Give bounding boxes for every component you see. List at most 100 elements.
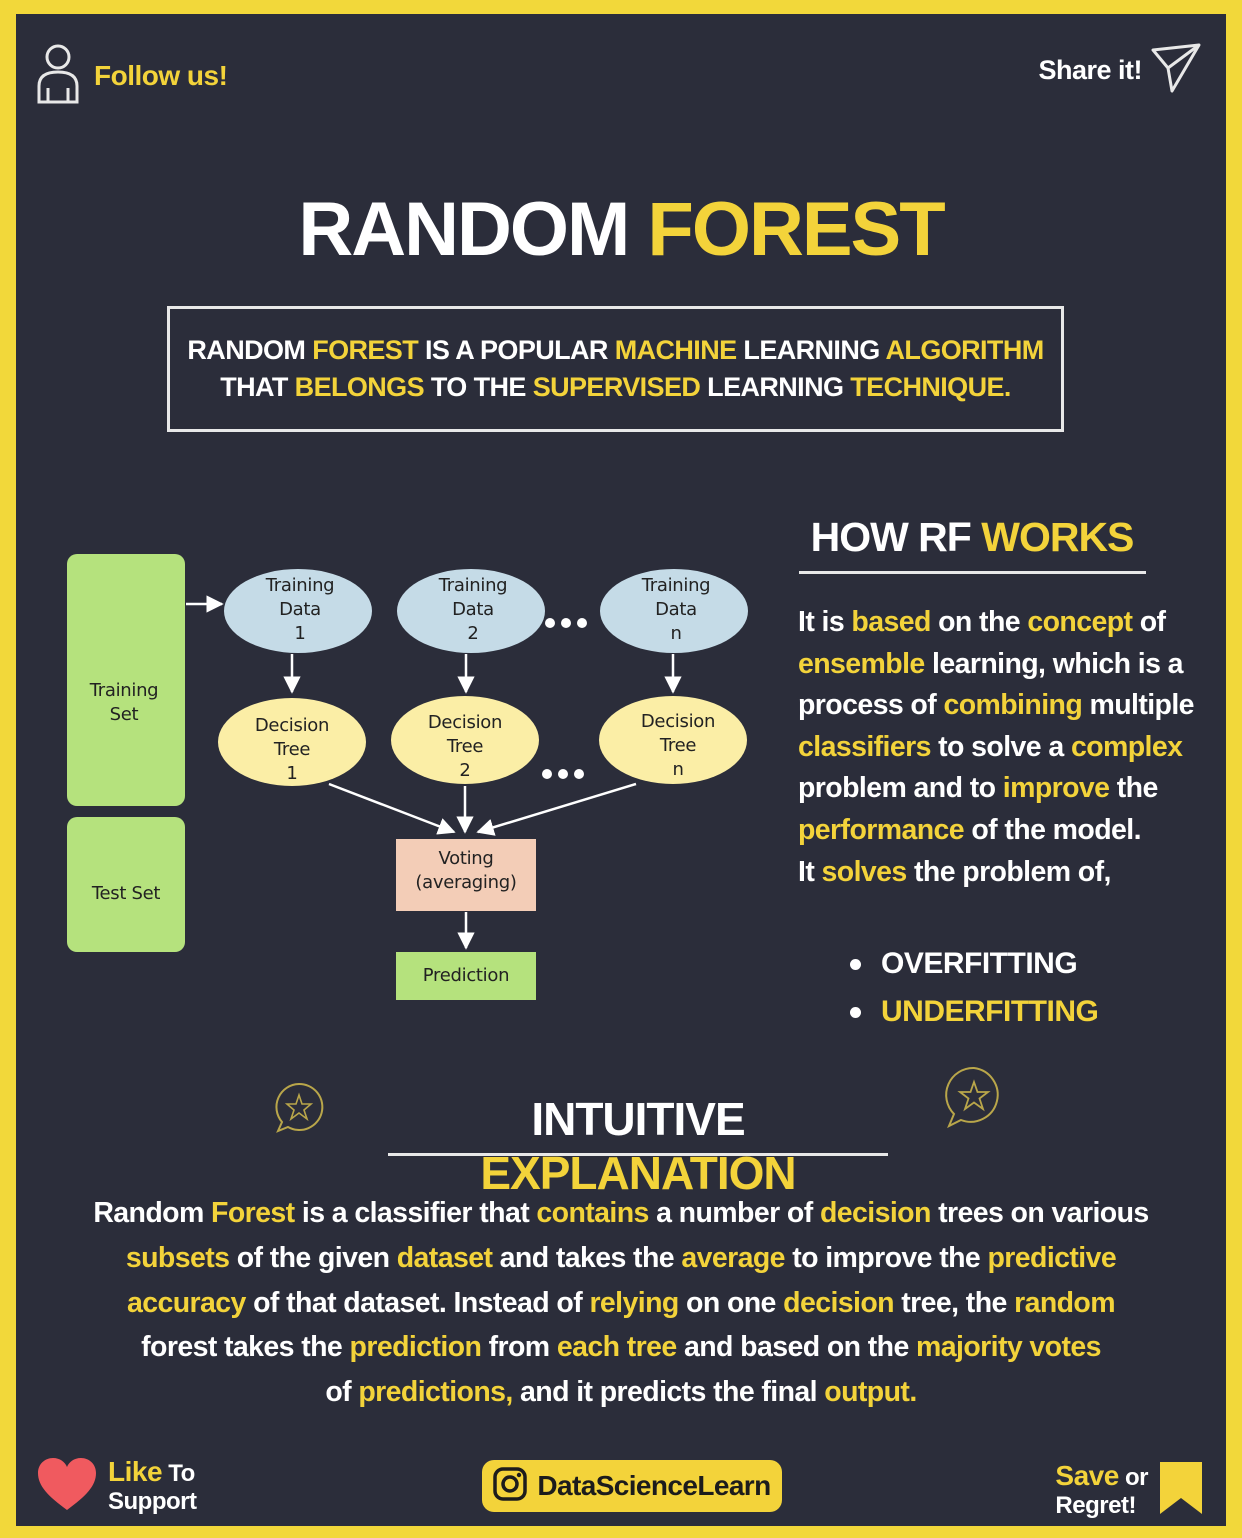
send-icon	[1150, 42, 1202, 99]
test-set-box	[67, 817, 185, 952]
text-segment: combining	[943, 689, 1083, 722]
text-segment: improve	[1002, 772, 1110, 805]
how-line: classifiers to solve a complex	[798, 727, 1218, 769]
test-set-label: Test Set	[91, 883, 161, 904]
text-segment: each tree	[556, 1331, 677, 1364]
text-segment: output.	[824, 1376, 917, 1409]
training-set-box	[67, 554, 185, 806]
text-segment: concept	[1027, 606, 1133, 638]
bullet-dot	[850, 1006, 861, 1018]
instagram-icon	[493, 1466, 528, 1506]
text-segment: to solve a	[930, 730, 1071, 763]
save-or-word: or	[1125, 1463, 1149, 1491]
intuitive-explanation-heading: INTUITIVE EXPLANATION	[388, 1092, 888, 1200]
text-segment: decision	[783, 1286, 894, 1319]
text-segment: is a classifier that	[294, 1197, 537, 1229]
text-segment: LEARNING	[743, 335, 886, 365]
training-data-1-node	[224, 569, 372, 653]
chat-star-icon	[272, 1080, 326, 1139]
text-segment: learning, which is a	[924, 647, 1184, 680]
text-segment: to improve the	[784, 1241, 988, 1274]
list-item: OVERFITTING	[850, 940, 1098, 988]
definition-box: RANDOM FOREST IS A POPULAR MACHINE LEARN…	[167, 306, 1064, 432]
text-segment: TECHNIQUE.	[850, 372, 1011, 402]
training-data-2-node	[397, 569, 545, 653]
text-segment: complex	[1070, 730, 1183, 763]
text-segment: performance	[798, 813, 965, 846]
save-regret-word: Regret!	[1055, 1491, 1136, 1519]
text-segment: IS A POPULAR	[425, 335, 615, 365]
text-segment: MACHINE	[614, 335, 744, 365]
text-segment: RANDOM	[187, 335, 313, 365]
bullet-underfitting: UNDERFITTING	[881, 995, 1099, 1028]
text-segment: of the given	[229, 1241, 397, 1274]
text-segment: relying	[589, 1286, 679, 1319]
text-segment: of that dataset. Instead of	[245, 1286, 590, 1319]
text-segment: on the	[930, 606, 1028, 638]
decision-tree-2-node	[391, 696, 539, 784]
voting-label: Voting(averaging)	[415, 848, 517, 893]
how-heading-part-2: WORKS	[981, 514, 1134, 560]
save-button[interactable]: Save or Regret!	[1055, 1460, 1204, 1521]
text-segment: the	[1109, 772, 1159, 805]
text-segment: from	[481, 1331, 557, 1364]
intuitive-line: subsets of the given dataset and takes t…	[76, 1236, 1166, 1281]
text-segment: accuracy	[126, 1286, 246, 1319]
voting-node	[396, 839, 536, 911]
text-segment: and takes the	[492, 1241, 682, 1274]
intuitive-explanation-text: Random Forest is a classifier that conta…	[76, 1191, 1166, 1415]
intuitive-heading-part-1: INTUITIVE	[531, 1093, 745, 1145]
how-line: problem and to improve the	[798, 768, 1218, 810]
follow-label: Follow us!	[94, 59, 228, 91]
infographic-card: Follow us! Share it! RANDOM FOREST RANDO…	[16, 14, 1226, 1526]
diagram-shapes	[67, 554, 748, 1000]
text-segment: subsets	[125, 1241, 230, 1274]
text-segment: of	[1132, 606, 1166, 638]
like-word: Like	[108, 1455, 163, 1487]
text-segment: ensemble	[798, 647, 925, 680]
decision-tree-1-node	[218, 698, 366, 786]
title-part-2: FOREST	[647, 187, 945, 272]
intuitive-heading-underline	[388, 1153, 888, 1156]
text-segment: decision	[819, 1197, 931, 1229]
share-button[interactable]: Share it!	[1038, 42, 1202, 99]
text-segment: It	[798, 855, 822, 888]
how-line: ensemble learning, which is a	[798, 644, 1218, 686]
instagram-handle-button[interactable]: DataScienceLearn	[482, 1460, 782, 1512]
how-rf-works-heading: HOW RF WORKS	[799, 514, 1145, 561]
text-segment: SUPERVISED	[532, 372, 708, 402]
text-segment: multiple	[1082, 689, 1194, 722]
like-support-word: Support	[108, 1487, 197, 1515]
how-heading-part-1: HOW RF	[810, 514, 972, 560]
page-title: RANDOM FOREST	[16, 192, 1226, 268]
text-segment: It is	[798, 606, 852, 638]
problems-list: OVERFITTING UNDERFITTING	[850, 940, 1099, 1036]
text-segment: tree, the	[893, 1286, 1015, 1319]
text-segment: of the model.	[964, 813, 1141, 846]
text-segment: average	[681, 1241, 785, 1274]
training-data-n-node	[600, 569, 748, 653]
text-segment: prediction	[349, 1331, 482, 1364]
text-segment: FOREST	[312, 335, 425, 365]
title-part-1: RANDOM	[298, 187, 630, 272]
text-segment: trees on various	[930, 1197, 1149, 1229]
text-segment: TO THE	[430, 372, 533, 402]
text-segment: problem and to	[798, 772, 1003, 805]
text-segment: the problem of,	[906, 855, 1111, 888]
intuitive-line: Random Forest is a classifier that conta…	[76, 1191, 1166, 1236]
follow-us-button[interactable]: Follow us!	[36, 42, 228, 109]
save-label: Save or Regret!	[1055, 1461, 1149, 1520]
text-segment: of	[325, 1376, 359, 1409]
text-segment: on one	[678, 1286, 784, 1319]
like-label: Like To Support	[108, 1455, 197, 1516]
prediction-label: Prediction	[422, 965, 510, 986]
like-button[interactable]: Like To Support	[36, 1455, 197, 1517]
intuitive-line: accuracy of that dataset. Instead of rel…	[76, 1281, 1166, 1326]
text-segment: process of	[798, 689, 944, 722]
